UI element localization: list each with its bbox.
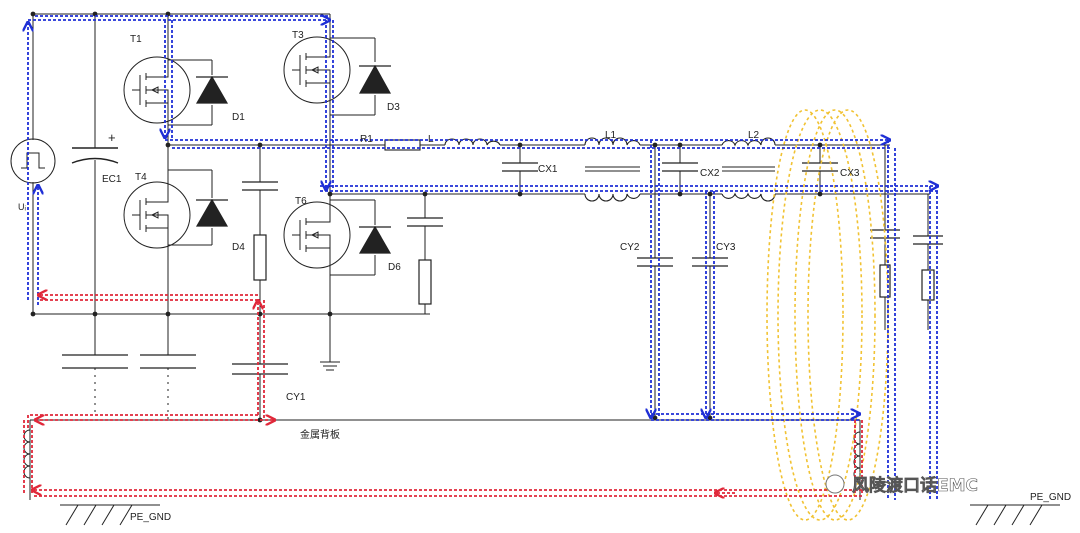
transistor-t6-symbol <box>283 201 351 269</box>
label-backplate: 金属背板 <box>300 428 340 441</box>
pe-gnd-left-symbol <box>60 504 160 526</box>
label-cx2: CX2 <box>700 168 720 179</box>
label-cy1: CY1 <box>286 392 306 403</box>
label-d6: D6 <box>388 262 401 273</box>
pulse-source-symbol <box>10 138 56 184</box>
load-network <box>870 229 943 301</box>
junction-dots <box>30 11 823 423</box>
label-l2: L2 <box>748 130 760 141</box>
label-d4: D4 <box>232 242 245 253</box>
common-mode-path <box>23 295 863 496</box>
diode-d6-symbol <box>358 225 392 254</box>
watermark: 风陵渡口话EMC <box>825 474 978 496</box>
label-cx3: CX3 <box>840 168 860 179</box>
wechat-icon <box>825 474 845 494</box>
label-t1: T1 <box>130 34 142 45</box>
transistor-t3-symbol <box>283 36 351 104</box>
label-r1: R1 <box>360 134 373 145</box>
label-cx1: CX1 <box>538 164 558 175</box>
transistor-t4-symbol <box>123 181 191 249</box>
label-l1: L1 <box>605 130 617 141</box>
cm-choke-l2-symbol <box>721 137 776 202</box>
differential-mode-path <box>28 16 938 500</box>
ground-symbol <box>320 361 340 371</box>
label-d1: D1 <box>232 112 245 123</box>
label-t3: T3 <box>292 30 304 41</box>
label-plus: + <box>108 130 116 145</box>
diode-d3-symbol <box>358 64 392 94</box>
ec1-capacitor-symbol <box>71 147 119 164</box>
label-ec1: EC1 <box>102 174 122 185</box>
cm-choke-l1-symbol <box>584 137 641 202</box>
diode-d4-symbol <box>195 198 229 227</box>
label-pe-gnd-right: PE_GND <box>1030 492 1071 503</box>
label-t4: T4 <box>135 172 147 183</box>
backplate-inductors <box>23 429 861 481</box>
diode-d1-symbol <box>195 75 229 104</box>
label-d3: D3 <box>387 102 400 113</box>
y-capacitors <box>62 257 728 375</box>
transistor-t1-symbol <box>123 56 191 124</box>
pe-gnd-right-symbol <box>970 504 1060 526</box>
label-l-small: L <box>428 134 434 145</box>
label-t6: T6 <box>295 196 307 207</box>
label-cy3: CY3 <box>716 242 736 253</box>
snubber-components <box>242 181 443 305</box>
label-ui: Uᵢ <box>18 202 26 212</box>
label-pe-gnd-left: PE_GND <box>130 512 171 523</box>
component-labels: T1 T3 T4 T6 D1 D3 D4 D6 EC1 + Uᵢ R1 L L1… <box>18 30 1071 523</box>
label-cy2: CY2 <box>620 242 640 253</box>
watermark-text: 风陵渡口话EMC <box>852 475 978 496</box>
